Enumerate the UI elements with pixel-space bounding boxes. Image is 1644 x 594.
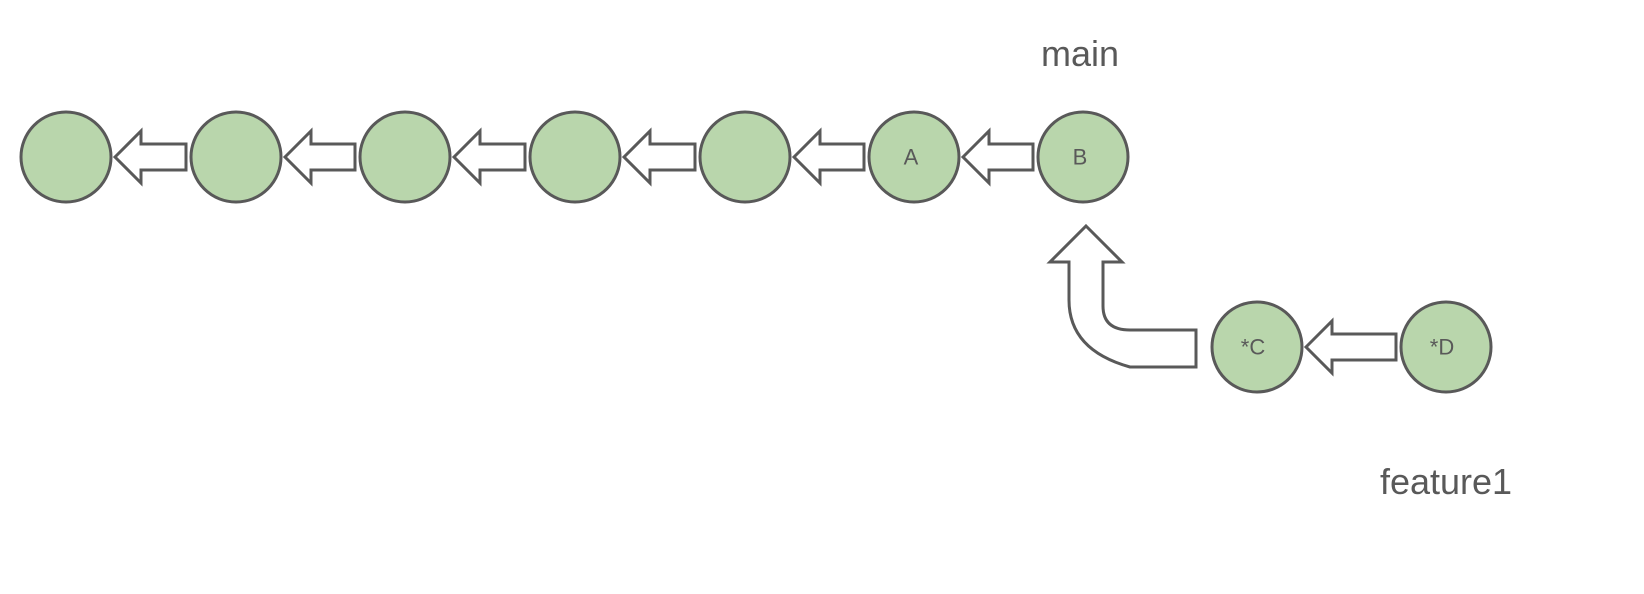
arrow-n5-to-n4 bbox=[621, 127, 697, 187]
arrow-D-to-C bbox=[1303, 317, 1398, 377]
commit-node-n1 bbox=[19, 110, 113, 204]
arrow-n3-to-n2 bbox=[282, 127, 357, 187]
commit-node-A bbox=[867, 110, 961, 204]
commit-node-B bbox=[1036, 110, 1130, 204]
arrow-n4-to-n3 bbox=[451, 127, 527, 187]
arrow-n2-to-n1 bbox=[112, 127, 188, 187]
branch-label-feature1: feature1 bbox=[1380, 461, 1512, 502]
commit-node-n2 bbox=[189, 110, 283, 204]
commit-label: B bbox=[1073, 145, 1088, 170]
commit-label: *D bbox=[1430, 335, 1454, 360]
arrow-B-to-A bbox=[960, 127, 1035, 187]
commit-node-n5 bbox=[698, 110, 792, 204]
commit-node-D bbox=[1399, 300, 1493, 394]
commit-node-n3 bbox=[358, 110, 452, 204]
branch-label-main: main bbox=[1041, 33, 1119, 74]
commit-node-n4 bbox=[528, 110, 622, 204]
commit-node-C bbox=[1210, 300, 1304, 394]
commit-label: A bbox=[904, 145, 919, 170]
commit-label: *C bbox=[1241, 335, 1266, 360]
curved-arrow-c-to-b bbox=[1046, 223, 1198, 369]
arrow-A-to-n5 bbox=[791, 127, 866, 187]
